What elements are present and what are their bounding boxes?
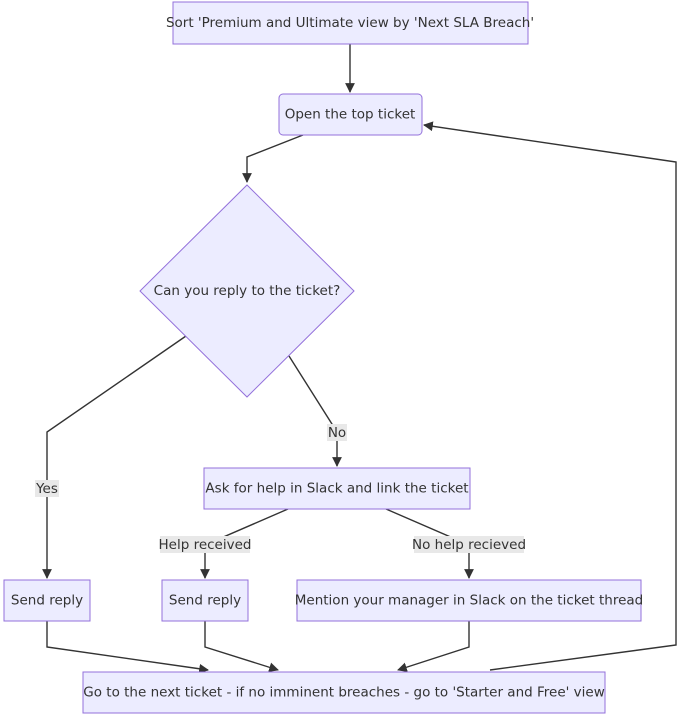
edge-reply-help-to-next	[204, 621, 279, 673]
edge-reply-yes-to-next	[46, 621, 209, 674]
node-mention-manager-label: Mention your manager in Slack on the tic…	[295, 593, 644, 609]
node-send-reply-yes-label: Send reply	[11, 593, 83, 609]
edges	[42, 44, 677, 674]
node-decision-label: Can you reply to the ticket?	[154, 283, 341, 299]
node-open-ticket-label: Open the top ticket	[285, 107, 416, 123]
node-next-ticket-label: Go to the next ticket - if no imminent b…	[83, 685, 604, 701]
edge-decision-yes	[42, 335, 187, 579]
node-send-reply-help-label: Send reply	[169, 593, 241, 609]
edge-label-no-help: No help recieved	[412, 536, 526, 553]
edge-label-no: No	[327, 424, 347, 441]
node-send-reply-help: Send reply	[161, 579, 249, 622]
node-ask-for-help-label: Ask for help in Slack and link the ticke…	[205, 481, 468, 497]
node-next-ticket: Go to the next ticket - if no imminent b…	[82, 671, 606, 714]
edge-label-yes-text: Yes	[35, 481, 58, 497]
edge-label-help-received: Help received	[159, 536, 252, 553]
edge-label-no-text: No	[328, 425, 346, 441]
edge-decision-no	[288, 355, 342, 467]
nodes: Sort 'Premium and Ultimate view by 'Next…	[3, 1, 644, 714]
node-mention-manager: Mention your manager in Slack on the tic…	[295, 579, 644, 622]
edge-label-no-help-text: No help recieved	[412, 537, 526, 553]
node-send-reply-yes: Send reply	[3, 579, 91, 622]
node-open-ticket: Open the top ticket	[278, 93, 423, 136]
edge-label-yes: Yes	[35, 480, 59, 497]
edge-open-to-decision	[242, 134, 304, 183]
node-sort: Sort 'Premium and Ultimate view by 'Next…	[166, 1, 534, 45]
edge-labels: No Yes Help received No help recieved	[35, 424, 526, 553]
node-decision: Can you reply to the ticket?	[139, 184, 355, 398]
node-sort-label: Sort 'Premium and Ultimate view by 'Next…	[166, 15, 534, 31]
edge-mention-to-next	[397, 621, 470, 672]
node-ask-for-help: Ask for help in Slack and link the ticke…	[203, 467, 471, 510]
edge-label-help-received-text: Help received	[159, 537, 252, 553]
edge-next-loop-to-open	[423, 121, 677, 671]
